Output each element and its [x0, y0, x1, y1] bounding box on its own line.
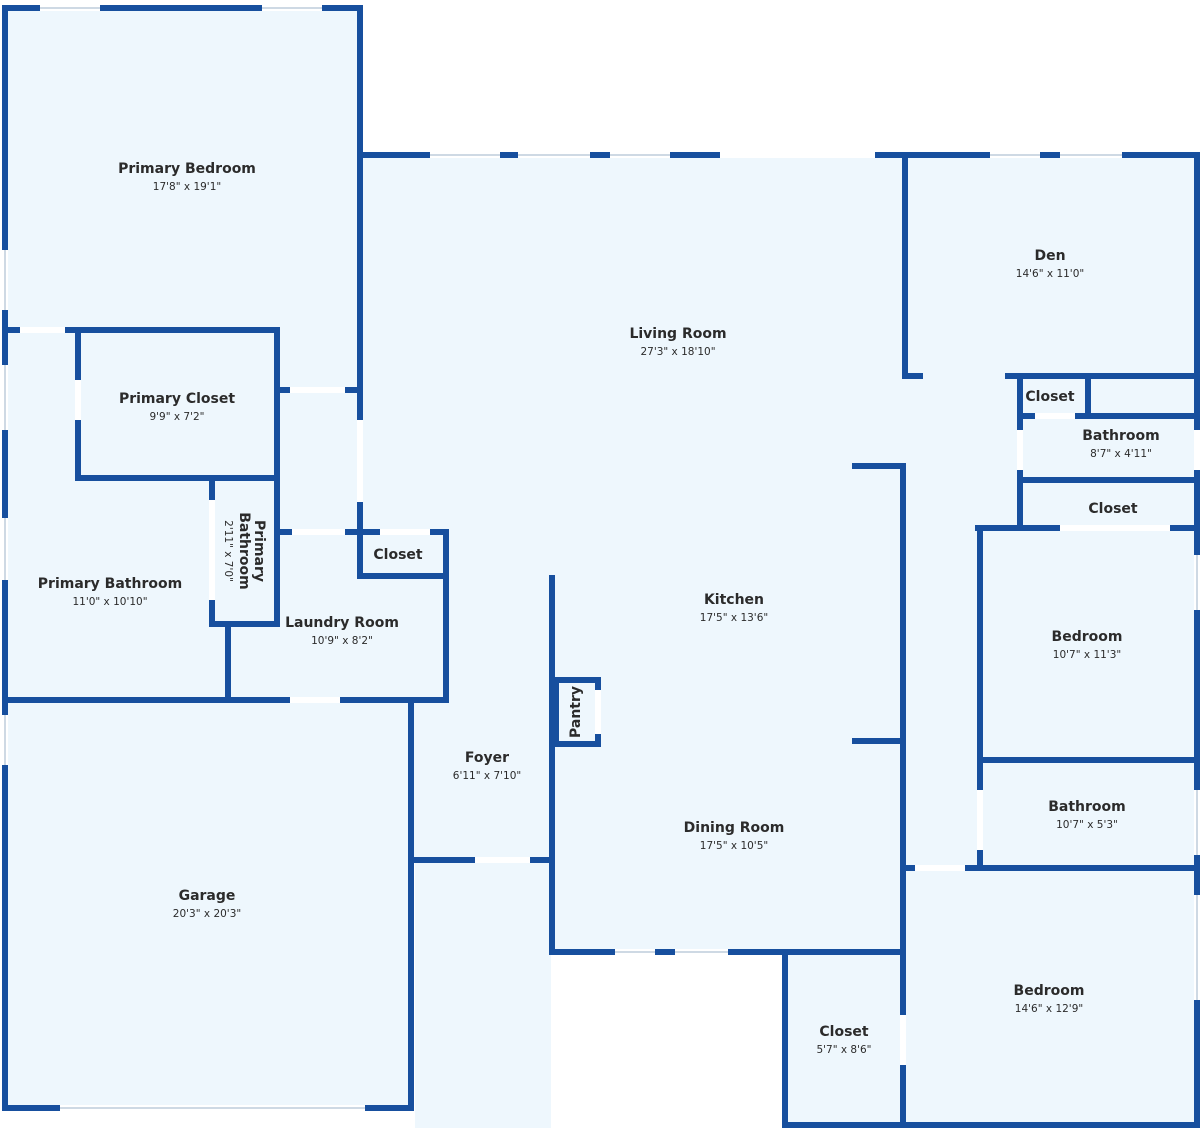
room-name-closet-den: Closet — [1025, 389, 1075, 405]
room-name-bathroom-small: Bathroom — [1082, 428, 1160, 444]
room-dims-dining-room: 17'5" x 10'5" — [700, 840, 768, 852]
room-dims-laundry-room: 10'9" x 8'2" — [311, 635, 373, 647]
windows — [2, 5, 1200, 1111]
room-dims-bedroom-1: 10'7" x 11'3" — [1053, 649, 1121, 661]
room-dims-foyer: 6'11" x 7'10" — [453, 770, 521, 782]
room-dims-kitchen: 17'5" x 13'6" — [700, 612, 768, 624]
room-dims-garage: 20'3" x 20'3" — [173, 908, 241, 920]
room-name-closet-hall: Closet — [1088, 501, 1138, 517]
room-name-living-room: Living Room — [629, 326, 726, 342]
room-name-primary-bedroom: Primary Bedroom — [118, 161, 256, 177]
room-name-foyer: Foyer — [465, 750, 509, 766]
room-name-primary-bathroom: Primary Bathroom — [38, 576, 182, 592]
room-dims-den: 14'6" x 11'0" — [1016, 268, 1084, 280]
room-name-bathroom-2: Bathroom — [1048, 799, 1126, 815]
room-name-kitchen: Kitchen — [704, 592, 764, 608]
room-name-bedroom-1: Bedroom — [1052, 629, 1123, 645]
room-name-den: Den — [1034, 248, 1065, 264]
room-dims-primary-bathroom: 11'0" x 10'10" — [72, 596, 147, 608]
room-dims-primary-closet: 9'9" x 7'2" — [149, 411, 204, 423]
floor-area — [5, 8, 1197, 1128]
room-dims-bathroom-2: 10'7" x 5'3" — [1056, 819, 1118, 831]
room-dims-bathroom-small: 8'7" x 4'11" — [1090, 448, 1152, 460]
room-dims-living-room: 27'3" x 18'10" — [640, 346, 715, 358]
room-dims-primary-bathroom-small: 2'11" x 7'0" — [222, 520, 234, 582]
room-name-pantry: Pantry — [568, 686, 584, 738]
room-name-primary-closet: Primary Closet — [119, 391, 235, 407]
room-dims-closet-bedroom: 5'7" x 8'6" — [816, 1044, 871, 1056]
room-name-primary-bathroom-small-line1: Primary — [251, 520, 267, 582]
room-dims-bedroom-2: 14'6" x 12'9" — [1015, 1003, 1083, 1015]
room-name-bedroom-2: Bedroom — [1014, 983, 1085, 999]
room-dims-primary-bedroom: 17'8" x 19'1" — [153, 181, 221, 193]
room-name-primary-bathroom-small-line2: Bathroom — [236, 512, 252, 590]
room-name-laundry-room: Laundry Room — [285, 615, 399, 631]
room-name-dining-room: Dining Room — [684, 820, 785, 836]
room-name-garage: Garage — [179, 888, 236, 904]
room-name-closet-bedroom: Closet — [819, 1024, 869, 1040]
room-labels: Primary Bedroom 17'8" x 19'1" Living Roo… — [38, 161, 1160, 1056]
room-name-closet-laundry: Closet — [373, 547, 423, 563]
